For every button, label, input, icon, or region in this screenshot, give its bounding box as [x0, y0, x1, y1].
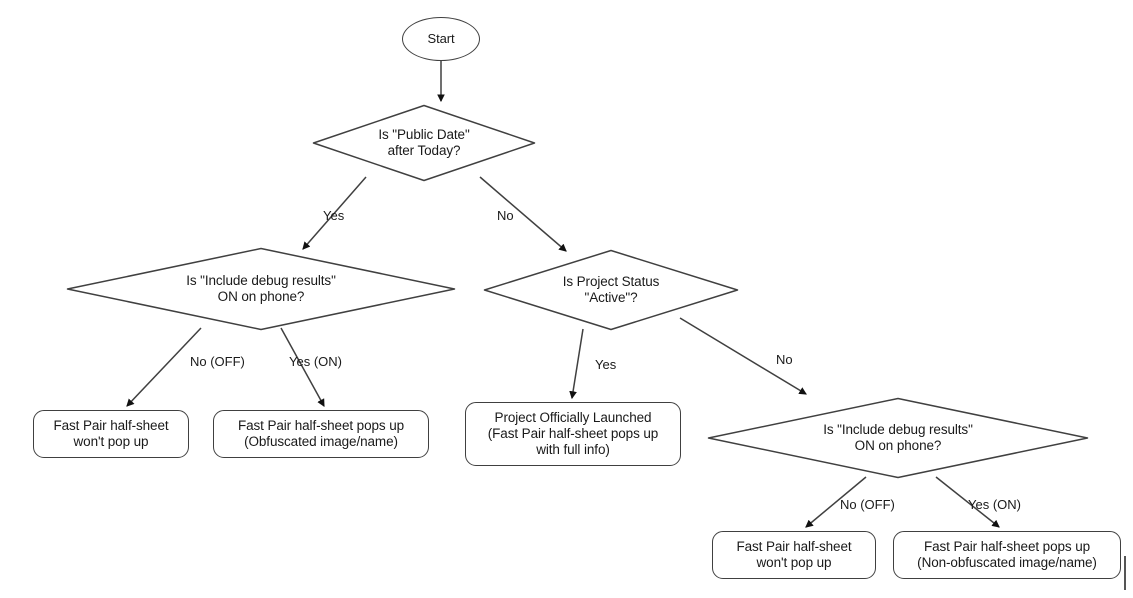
- edge-debug-right-yes-to-result-on: [935, 476, 1000, 528]
- node-public-date-label: Is "Public Date" after Today?: [378, 127, 470, 158]
- node-start[interactable]: Start: [402, 17, 480, 61]
- node-start-label: Start: [427, 31, 455, 47]
- diamond-shape: [483, 249, 739, 331]
- node-result-left-off[interactable]: Fast Pair half-sheet won't pop up: [33, 410, 189, 458]
- edge-project-status-no-to-debug-right: [679, 317, 807, 395]
- edge-debug-left-yes-to-result-on: [280, 327, 325, 407]
- node-result-left-on-label: Fast Pair half-sheet pops up (Obfuscated…: [237, 418, 405, 449]
- node-result-right-on-label: Fast Pair half-sheet pops up (Non-obfusc…: [917, 539, 1097, 570]
- edge-label-project-status-yes: Yes: [595, 357, 617, 372]
- node-debug-results-left-decision[interactable]: Is "Include debug results" ON on phone?: [66, 247, 456, 331]
- node-result-left-off-label: Fast Pair half-sheet won't pop up: [53, 418, 169, 449]
- node-project-status-decision[interactable]: Is Project Status "Active"?: [483, 249, 739, 331]
- node-result-project-launched[interactable]: Project Officially Launched (Fast Pair h…: [465, 402, 681, 466]
- edge-project-status-yes-to-launched: [569, 328, 584, 400]
- node-debug-results-right-decision[interactable]: Is "Include debug results" ON on phone?: [707, 397, 1089, 479]
- diamond-shape: [707, 397, 1089, 479]
- edge-label-debug-right-no-off: No (OFF): [840, 497, 895, 512]
- node-debug-results-left-label: Is "Include debug results" ON on phone?: [186, 273, 336, 304]
- edge-label-debug-right-yes-on: Yes (ON): [968, 497, 1021, 512]
- diamond-shape: [66, 247, 456, 331]
- edge-label-public-date-yes: Yes: [323, 208, 345, 223]
- node-result-right-off-label: Fast Pair half-sheet won't pop up: [736, 539, 852, 570]
- edge-public-date-yes-to-debug-left: [302, 176, 367, 250]
- edge-label-debug-left-no-off: No (OFF): [190, 354, 245, 369]
- node-public-date-decision[interactable]: Is "Public Date" after Today?: [312, 104, 536, 182]
- edge-label-public-date-no: No: [497, 208, 514, 223]
- node-result-right-off[interactable]: Fast Pair half-sheet won't pop up: [712, 531, 876, 579]
- node-debug-results-right-label: Is "Include debug results" ON on phone?: [823, 422, 973, 453]
- edge-debug-right-no-to-result-off: [805, 476, 867, 528]
- node-project-status-label: Is Project Status "Active"?: [562, 274, 660, 305]
- diamond-shape: [312, 104, 536, 182]
- edge-label-project-status-no: No: [776, 352, 793, 367]
- edge-public-date-no-to-project-status: [479, 176, 567, 252]
- edge-debug-left-no-to-result-off: [126, 327, 202, 407]
- node-result-project-launched-label: Project Officially Launched (Fast Pair h…: [487, 410, 659, 457]
- page-edge-artifact: [1124, 556, 1126, 590]
- node-result-right-on[interactable]: Fast Pair half-sheet pops up (Non-obfusc…: [893, 531, 1121, 579]
- node-result-left-on[interactable]: Fast Pair half-sheet pops up (Obfuscated…: [213, 410, 429, 458]
- edge-label-debug-left-yes-on: Yes (ON): [289, 354, 342, 369]
